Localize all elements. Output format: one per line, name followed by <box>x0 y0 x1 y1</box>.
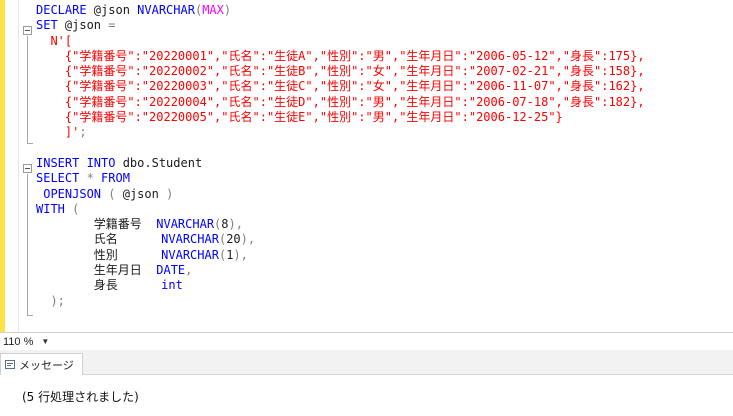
chevron-down-icon: ▼ <box>41 337 50 346</box>
code-line: DECLARE @json NVARCHAR(MAX) <box>36 3 645 18</box>
code-token: ) <box>223 3 232 17</box>
zoom-dropdown[interactable]: 110 % ▼ <box>0 334 52 349</box>
tab-messages[interactable]: メッセージ <box>0 353 83 375</box>
code-token: ; <box>79 125 87 140</box>
messages-pane: (5 行処理されました) <box>0 375 733 416</box>
code-token: ( <box>72 201 80 216</box>
code-line: {"学籍番号":"20220001","氏名":"生徒A","性別":"男","… <box>36 49 645 64</box>
code-line: OPENJSON ( @json ) <box>36 187 645 202</box>
sql-editor[interactable]: DECLARE @json NVARCHAR(MAX)SET @json = N… <box>0 0 733 332</box>
code-token: @json <box>122 186 167 201</box>
code-token: OPENJSON <box>43 186 109 201</box>
code-token: ) <box>166 186 174 201</box>
code-token: ), <box>233 247 248 262</box>
code-token: {"学籍番号":"20220001","氏名":"生徒A","性別":"男","… <box>36 48 645 63</box>
code-token: {"学籍番号":"20220005","氏名":"生徒E","性別":"男","… <box>36 110 563 125</box>
code-token: WITH <box>36 201 73 216</box>
code-line: N'[ <box>36 34 645 49</box>
code-token: * <box>86 171 102 186</box>
result-message: (5 行処理されました) <box>22 390 139 404</box>
code-token: 性別 <box>36 247 162 262</box>
code-line: {"学籍番号":"20220004","氏名":"生徒D","性別":"男","… <box>36 95 645 110</box>
code-token: , <box>185 263 193 278</box>
code-token: {"学籍番号":"20220003","氏名":"生徒C","性別":"女","… <box>36 79 645 94</box>
code-token: DATE <box>156 263 186 278</box>
code-line: {"学籍番号":"20220005","氏名":"生徒E","性別":"男","… <box>36 110 645 125</box>
gutter-separator <box>18 0 19 332</box>
code-token: {"学籍番号":"20220002","氏名":"生徒B","性別":"女","… <box>36 64 645 79</box>
code-token: ), <box>240 232 256 247</box>
code-token: 20 <box>226 232 241 247</box>
code-token: ); <box>50 293 65 308</box>
collapse-insert-block-icon[interactable] <box>23 164 32 173</box>
messages-icon <box>5 360 15 369</box>
editor-statusbar: 110 % ▼ <box>0 332 733 350</box>
code-token: NVARCHAR <box>137 3 195 17</box>
code-token: MAX <box>202 3 224 17</box>
outline-gutter <box>22 0 36 332</box>
code-line: ]'; <box>36 125 645 140</box>
fold-guide-line <box>27 36 28 143</box>
code-line: 性別 NVARCHAR(1), <box>36 248 645 263</box>
code-line: SELECT * FROM <box>36 171 645 186</box>
collapse-set-block-icon[interactable] <box>23 26 32 35</box>
code-token: ( <box>218 247 227 262</box>
code-token: @json <box>93 3 138 17</box>
fold-guide-end <box>27 143 33 144</box>
code-token: FROM <box>101 171 130 186</box>
code-token: SET <box>36 18 65 33</box>
code-token: ), <box>228 217 243 232</box>
zoom-level: 110 % <box>3 335 34 348</box>
code-token: ( <box>214 217 222 232</box>
code-line: 生年月日 DATE, <box>36 263 645 278</box>
code-token: NVARCHAR <box>161 232 219 247</box>
change-tracking-margin <box>0 0 5 332</box>
fold-guide-line <box>27 174 28 315</box>
code-token: ( <box>108 186 123 201</box>
code-token: 学籍番号 <box>36 217 157 232</box>
code-token: NVARCHAR <box>161 247 219 262</box>
code-token: 氏名 <box>36 232 162 247</box>
code-token: dbo.Student <box>122 155 203 170</box>
code-line: {"学籍番号":"20220002","氏名":"生徒B","性別":"女","… <box>36 64 645 79</box>
code-token: @json <box>64 18 109 33</box>
code-token: 1 <box>226 247 234 262</box>
code-token: 生年月日 <box>36 263 157 278</box>
code-line: 氏名 NVARCHAR(20), <box>36 232 645 247</box>
code-token: NVARCHAR <box>156 217 215 232</box>
code-line: ); <box>36 294 645 309</box>
code-line: INSERT INTO dbo.Student <box>36 156 645 171</box>
code-token: = <box>108 18 116 33</box>
fold-guide-end <box>27 315 33 316</box>
code-line: SET @json = <box>36 18 645 33</box>
tab-messages-label: メッセージ <box>19 359 74 372</box>
code-line: 身長 int <box>36 278 645 293</box>
code-line <box>36 141 645 156</box>
code-token: ( <box>194 3 203 17</box>
code-token: DECLARE <box>36 3 94 17</box>
code-token <box>36 294 50 308</box>
code-token: 8 <box>221 217 229 232</box>
code-token: ]' <box>36 125 80 140</box>
results-tabbar: メッセージ <box>0 350 733 375</box>
code-token: ( <box>218 232 227 247</box>
code-text[interactable]: DECLARE @json NVARCHAR(MAX)SET @json = N… <box>36 3 645 309</box>
code-token: int <box>161 278 183 293</box>
code-token: N'[ <box>36 33 73 48</box>
code-token: SELECT <box>36 171 87 186</box>
code-line: {"学籍番号":"20220003","氏名":"生徒C","性別":"女","… <box>36 79 645 94</box>
code-token: INSERT INTO <box>36 155 123 170</box>
code-line: WITH ( <box>36 202 645 217</box>
code-token: {"学籍番号":"20220004","氏名":"生徒D","性別":"男","… <box>36 94 645 109</box>
code-line: 学籍番号 NVARCHAR(8), <box>36 217 645 232</box>
code-token: 身長 <box>36 278 162 293</box>
